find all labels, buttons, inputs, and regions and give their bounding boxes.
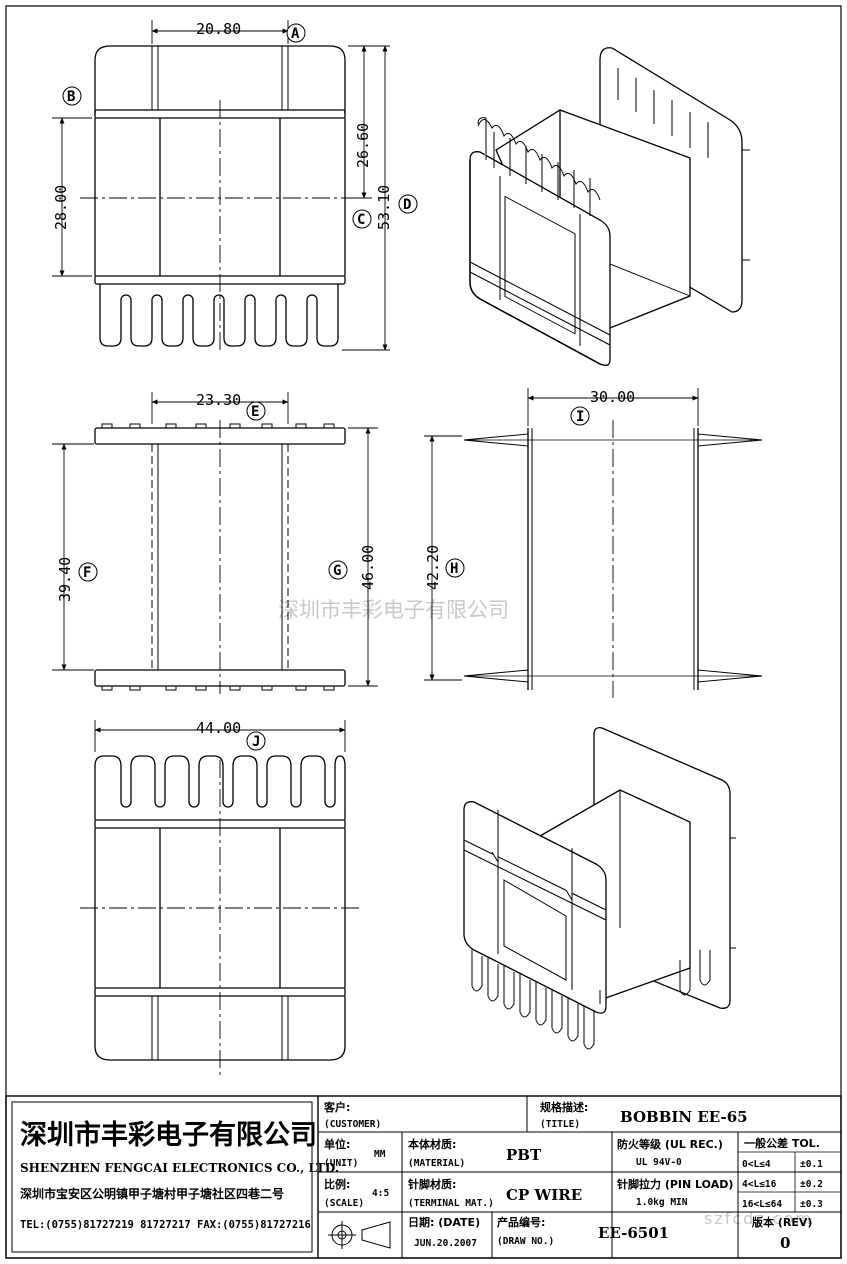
bottom-view [80,755,360,1078]
tolerance-range-2: 4<L≤16 [742,1179,777,1190]
unit-value: MM [374,1149,386,1160]
callout-b: B [62,86,82,106]
dim-top-inner-height: 28.00 [52,185,70,230]
scale-value: 4:5 [372,1188,389,1199]
company-name-en: SHENZHEN FENGCAI ELECTRONICS CO., LTD. [20,1161,339,1175]
scale-label-cn: 比例: [324,1177,350,1191]
callout-j: J [246,731,266,751]
draw-no-label-en: (DRAW NO.) [497,1236,554,1247]
svg-text:I: I [576,409,584,425]
unit-label-cn: 单位: [324,1137,350,1151]
tolerance-title: 一般公差 TOL. [744,1136,820,1150]
svg-text:A: A [291,26,300,42]
title-block [5,1095,842,1259]
date-value: JUN.20.2007 [414,1238,477,1249]
terminal-label-en: (TERMINAL MAT.) [408,1198,494,1209]
svg-text:D: D [403,197,411,213]
side-view-dimensions [52,392,378,687]
material-label-en: (MATERIAL) [408,1158,465,1169]
draw-no-label-cn: 产品编号: [497,1215,545,1229]
top-view-dimensions [52,20,390,351]
material-label-cn: 本体材质: [408,1137,456,1151]
fire-rating-label: 防火等级 (UL REC.) [617,1137,723,1151]
end-view [463,420,763,698]
dim-side-inner-height: 39.40 [56,557,74,602]
svg-text:F: F [83,565,91,581]
callout-i: I [570,406,590,426]
projection-symbol-icon [328,1221,391,1249]
callout-h: H [445,558,465,578]
dim-top-mid-height: 26.60 [354,123,372,168]
callout-e: E [246,401,266,421]
tolerance-range-1: 0<L≤4 [742,1159,771,1170]
date-label: 日期: (DATE) [408,1215,480,1229]
unit-label-en: (UNIT) [324,1158,358,1169]
tolerance-range-3: 16<L≤64 [742,1199,782,1210]
tolerance-value-3: ±0.3 [800,1199,823,1210]
terminal-label-cn: 针脚材质: [408,1177,456,1191]
svg-text:C: C [357,212,365,228]
bottom-view-dimensions [94,720,346,752]
tolerance-value-1: ±0.1 [800,1159,823,1170]
end-view-dimensions [424,388,699,681]
tolerance-value-2: ±0.2 [800,1179,823,1190]
dim-end-width: 30.00 [590,388,635,406]
scale-label-en: (SCALE) [324,1198,364,1209]
svg-text:H: H [450,561,458,577]
site-watermark: szfcdz.com [704,1209,813,1228]
callout-c: C [352,209,372,229]
callout-g: G [328,560,348,580]
draw-no-value: EE-6501 [598,1224,669,1242]
pin-load-label: 针脚拉力 (PIN LOAD) [617,1177,733,1191]
company-watermark: 深圳市丰彩电子有限公司 [278,598,509,622]
svg-text:J: J [252,734,260,750]
dim-end-height: 42.20 [424,545,442,590]
dim-side-total-height: 46.00 [359,545,377,590]
top-view [80,45,360,350]
dim-side-width: 23.30 [196,391,241,409]
dim-top-total-height: 53.10 [375,185,393,230]
svg-text:B: B [67,89,75,105]
callout-a: A [286,23,306,43]
revision-label: 版本 (REV) [752,1215,812,1229]
company-address: 深圳市宝安区公明镇甲子塘村甲子塘社区四巷二号 [20,1186,284,1201]
side-view [94,420,346,694]
title-value: BOBBIN EE-65 [620,1108,748,1126]
fire-rating-value: UL 94V-0 [636,1157,682,1168]
material-value: PBT [506,1146,542,1164]
customer-label-en: (CUSTOMER) [324,1119,381,1130]
dim-top-width: 20.80 [196,20,241,38]
callout-f: F [78,562,98,582]
dim-bottom-width: 44.00 [196,719,241,737]
svg-text:E: E [251,404,259,420]
svg-text:G: G [333,563,341,579]
company-name-cn: 深圳市丰彩电子有限公司 [20,1119,317,1151]
callout-d: D [398,194,418,214]
company-tel-fax: TEL:(0755)81727219 81727217 FAX:(0755)81… [20,1219,311,1231]
isometric-view-bottom [463,727,736,1050]
title-label-en: (TITLE) [540,1119,580,1130]
pin-load-value: 1.0kg MIN [636,1197,688,1208]
revision-value: 0 [780,1234,790,1252]
terminal-value: CP WIRE [506,1186,582,1204]
title-label-cn: 规格描述: [540,1100,588,1114]
customer-label-cn: 客户: [323,1100,350,1114]
isometric-view-top [469,47,750,366]
